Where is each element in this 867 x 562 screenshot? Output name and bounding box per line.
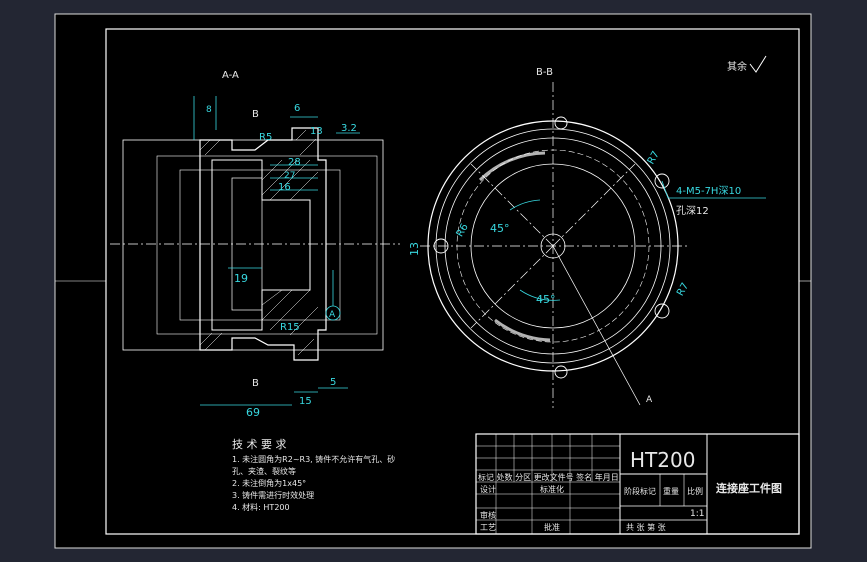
roughness-note: 其余 bbox=[727, 55, 767, 73]
svg-text:阶段标记: 阶段标记 bbox=[624, 486, 656, 496]
svg-text:13: 13 bbox=[408, 242, 421, 256]
svg-text:其余: 其余 bbox=[727, 60, 747, 73]
svg-text:19: 19 bbox=[234, 272, 248, 285]
svg-text:R5: R5 bbox=[259, 132, 272, 143]
svg-text:45°: 45° bbox=[490, 222, 510, 235]
section-view-a-a: A-A 69 15 19 28 27 1 bbox=[110, 70, 400, 419]
svg-text:共 张 第 张: 共 张 第 张 bbox=[626, 522, 666, 532]
svg-text:标记 处数 分区 更改文件号 签名 年月日: 标记 处数 分区 更改文件号 签名 年月日 bbox=[478, 472, 619, 482]
svg-text:27: 27 bbox=[284, 171, 295, 181]
svg-text:5: 5 bbox=[330, 377, 336, 388]
svg-text:1:1: 1:1 bbox=[690, 509, 704, 519]
section-a-label: A-A bbox=[222, 70, 239, 81]
part-name: 连接座工件图 bbox=[716, 481, 782, 495]
svg-text:A: A bbox=[329, 310, 336, 320]
svg-text:工艺: 工艺 bbox=[480, 523, 496, 532]
tech-req-line: 孔、夹渣、裂纹等 bbox=[232, 466, 296, 476]
tech-req-line: 1. 未注圆角为R2~R3, 铸件不允许有气孔、砂 bbox=[232, 454, 395, 464]
svg-text:4-M5-7H深10: 4-M5-7H深10 bbox=[676, 185, 741, 197]
svg-text:R15: R15 bbox=[280, 322, 300, 333]
svg-text:孔深12: 孔深12 bbox=[676, 205, 709, 217]
section-b-label: B-B bbox=[536, 67, 553, 78]
svg-text:8: 8 bbox=[206, 105, 212, 115]
tech-req-line: 2. 未注倒角为1x45° bbox=[232, 478, 306, 488]
sheet-inner-border bbox=[105, 28, 800, 535]
tech-req-line: 3. 铸件需进行时效处理 bbox=[232, 490, 314, 500]
svg-text:28: 28 bbox=[288, 157, 301, 168]
svg-text:45°: 45° bbox=[536, 293, 556, 306]
svg-text:15: 15 bbox=[299, 396, 312, 407]
svg-text:B: B bbox=[252, 109, 259, 120]
tech-req-line: 4. 材料: HT200 bbox=[232, 502, 290, 512]
title-block: HT200 连接座工件图 标记 处数 分区 更改文件号 签名 年月日 设计 标准… bbox=[475, 433, 800, 535]
tech-requirements: 技 术 要 求 1. 未注圆角为R2~R3, 铸件不允许有气孔、砂 孔、夹渣、裂… bbox=[232, 438, 395, 512]
material-text: HT200 bbox=[630, 448, 695, 472]
svg-text:B: B bbox=[252, 378, 259, 389]
svg-text:批准: 批准 bbox=[544, 522, 560, 532]
svg-text:标准化: 标准化 bbox=[540, 484, 564, 494]
svg-text:比例: 比例 bbox=[687, 486, 703, 496]
svg-text:3.2: 3.2 bbox=[341, 123, 357, 134]
svg-text:重量: 重量 bbox=[663, 486, 679, 496]
svg-text:设计: 设计 bbox=[480, 484, 496, 494]
svg-text:16: 16 bbox=[278, 182, 291, 193]
svg-text:13: 13 bbox=[310, 126, 323, 137]
tech-req-title: 技 术 要 求 bbox=[232, 438, 287, 451]
svg-text:69: 69 bbox=[246, 406, 260, 419]
section-view-b-b: B-B R7 R7 R6 13 45° 45° 4-M5-7H深10 bbox=[408, 67, 766, 408]
svg-text:6: 6 bbox=[294, 103, 300, 114]
svg-text:审核: 审核 bbox=[480, 510, 496, 520]
svg-text:A: A bbox=[646, 395, 653, 405]
